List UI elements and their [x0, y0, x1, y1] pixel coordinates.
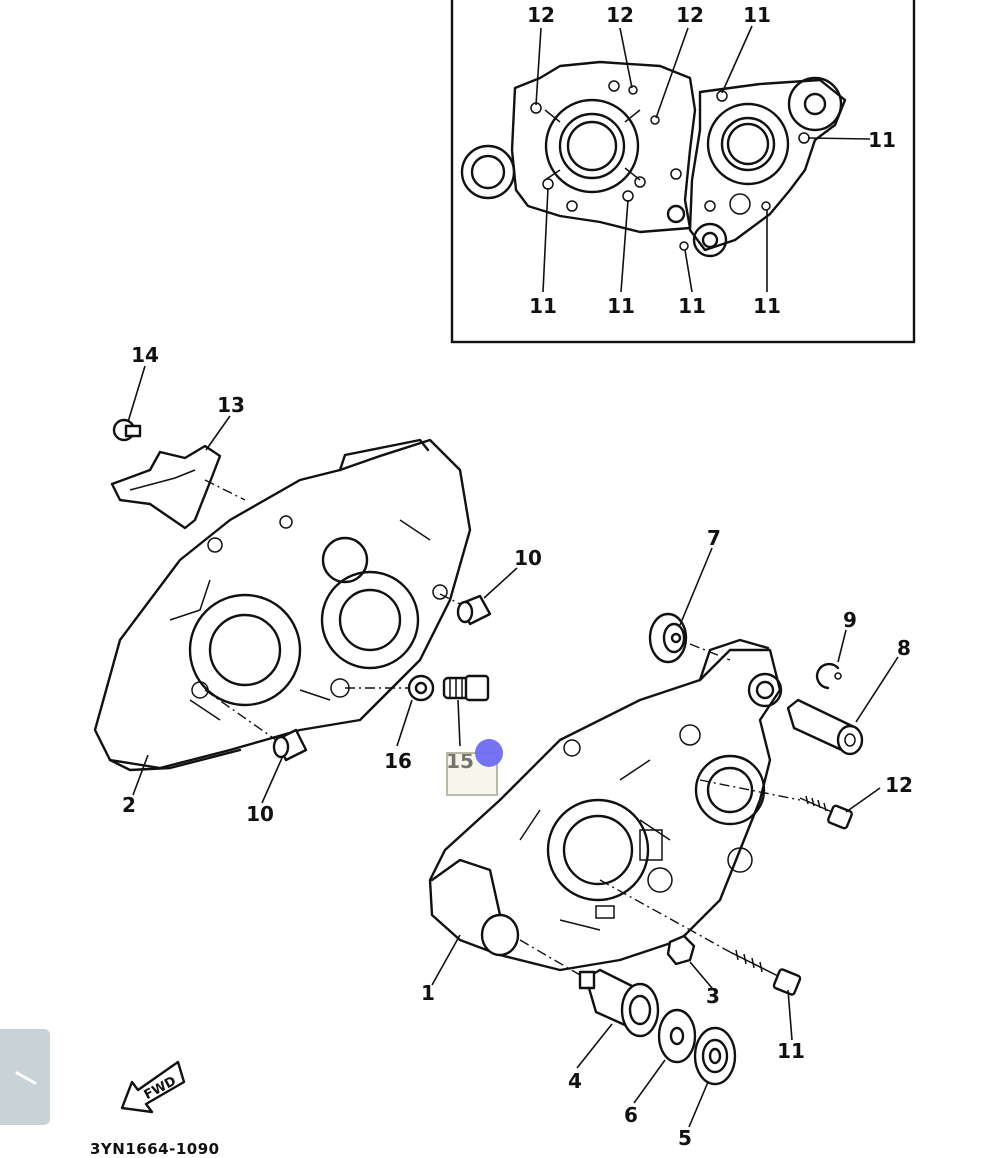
label-9: 9 [843, 608, 857, 632]
label-1: 1 [421, 981, 435, 1005]
label-3: 3 [706, 984, 720, 1008]
label-4: 4 [568, 1069, 582, 1093]
side-panel-tab[interactable] [0, 1029, 50, 1125]
chevron-left-icon [15, 1071, 37, 1085]
dowel-pin-upper [439, 593, 492, 626]
label-5: 5 [678, 1126, 692, 1150]
part-code: 3YN1664-1090 [90, 1140, 220, 1158]
nut-3 [666, 934, 696, 966]
inset-label-bottom-1: 11 [529, 294, 557, 318]
inset-detail: 12 12 12 11 11 11 11 11 11 [450, 0, 916, 344]
bolt-11 [599, 879, 802, 996]
bearing-7 [648, 612, 731, 664]
washer-6 [657, 1008, 697, 1064]
label-16: 16 [384, 749, 412, 773]
bearing-4 [519, 939, 660, 1038]
inset-label-right: 11 [868, 128, 896, 152]
shaft-8 [786, 698, 864, 756]
label-11: 11 [777, 1039, 805, 1063]
dowel-pin-lower [204, 689, 308, 762]
inset-label-bottom-2: 11 [607, 294, 635, 318]
bolt-12 [699, 779, 853, 830]
inset-label-top-3: 12 [676, 3, 704, 27]
label-10-upper: 10 [514, 546, 542, 570]
inset-label-bottom-3: 11 [678, 294, 706, 318]
inset-label-top-2: 12 [606, 3, 634, 27]
inset-label-bottom-4: 11 [753, 294, 781, 318]
seal-5 [693, 1026, 737, 1086]
label-2: 2 [122, 793, 136, 817]
washer-16 [345, 674, 435, 702]
inset-label-top-1: 12 [527, 3, 555, 27]
label-7: 7 [707, 526, 721, 550]
label-10-lower: 10 [246, 802, 274, 826]
touch-indicator [475, 739, 503, 767]
label-14: 14 [131, 343, 159, 367]
circlip-9 [815, 662, 842, 690]
label-8: 8 [897, 636, 911, 660]
label-13: 13 [217, 393, 245, 417]
fwd-arrow-icon: FWD [120, 1060, 186, 1114]
label-6: 6 [624, 1103, 638, 1127]
screw-14 [112, 418, 142, 442]
guard-plate [110, 444, 246, 530]
right-crankcase-half [428, 638, 783, 972]
left-crankcase-half [93, 438, 472, 772]
inset-label-top-4: 11 [743, 3, 771, 27]
drain-plug-15 [442, 674, 490, 702]
label-12: 12 [885, 773, 913, 797]
